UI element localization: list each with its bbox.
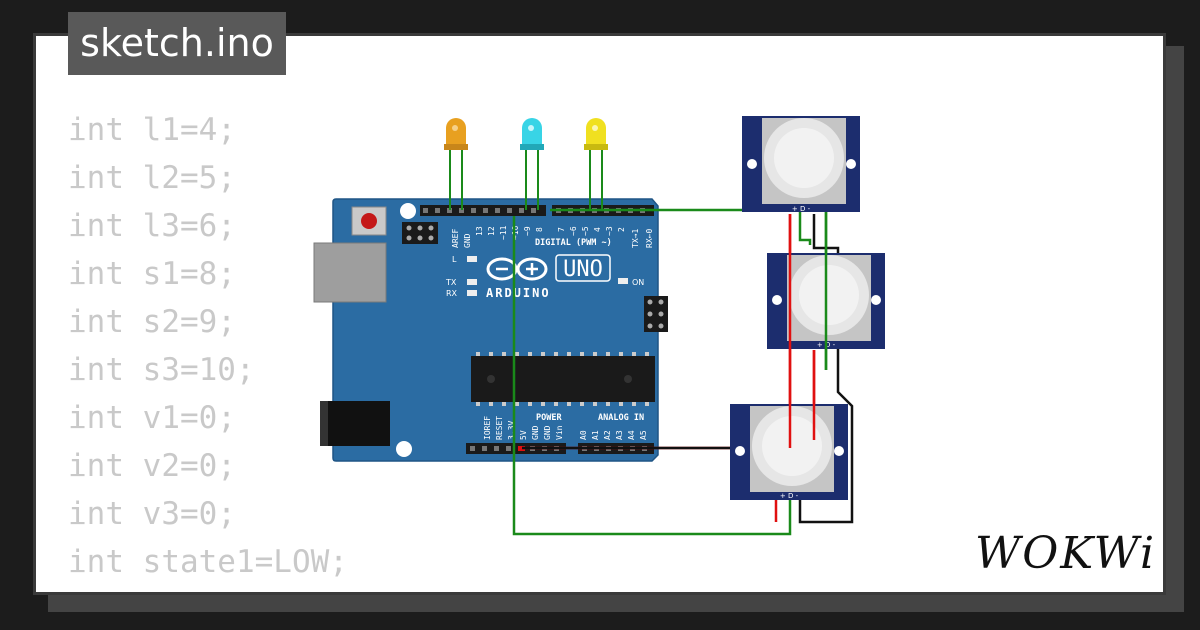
- icsp-header-right: [644, 296, 668, 332]
- pin-label: ~6: [569, 226, 578, 236]
- pin-label: A2: [603, 430, 612, 440]
- pin-label: ~5: [581, 226, 590, 236]
- arduino-infinity-logo: [486, 257, 548, 281]
- pin-label: ~3: [605, 226, 614, 236]
- icsp-header: [402, 222, 438, 244]
- power-jack: [320, 401, 390, 446]
- pir-sensor-2[interactable]: + D -: [767, 253, 885, 349]
- power-label: POWER: [536, 413, 562, 423]
- pin-label: A5: [639, 430, 648, 440]
- code-line: int s2=9;: [68, 304, 236, 340]
- rx-led-label: RX: [446, 289, 458, 298]
- pin-label: RESET: [495, 416, 504, 440]
- pin-label: AREF: [451, 229, 460, 248]
- pin-label: 8: [535, 227, 544, 232]
- code-line: int state1=LOW;: [68, 544, 348, 580]
- pin-label: GND: [543, 425, 552, 440]
- pin-label: 13: [475, 226, 484, 236]
- pin-label: 3.3V: [507, 421, 516, 440]
- wire-green[interactable]: [512, 216, 792, 536]
- code-line: int l2=5;: [68, 160, 236, 196]
- board-model: UNO: [563, 257, 603, 282]
- pin-label: 4: [593, 227, 602, 232]
- on-led-label: ON: [632, 278, 644, 287]
- led-cyan[interactable]: [520, 118, 544, 210]
- code-line: int v3=0;: [68, 496, 236, 532]
- code-line: int v2=0;: [68, 448, 236, 484]
- arduino-uno-board[interactable]: AREF GND 13 12 ~11 ~10 ~9 8 7 ~6 ~5 4 ~3…: [313, 198, 668, 462]
- led-orange[interactable]: [444, 118, 468, 210]
- code-line: int s1=8;: [68, 256, 236, 292]
- pin-label: A4: [627, 430, 636, 440]
- wokwi-logo: WOKWi: [975, 528, 1157, 579]
- pin-label: TX→1: [631, 229, 640, 248]
- pin-label: Vin: [555, 425, 564, 440]
- pin-label: 2: [617, 227, 626, 232]
- code-line: int s3=10;: [68, 352, 255, 388]
- l-led: [467, 256, 477, 262]
- pin-label: A3: [615, 430, 624, 440]
- led-yellow[interactable]: [584, 118, 608, 210]
- pin-label: GND: [531, 425, 540, 440]
- pin-label: A0: [579, 430, 588, 440]
- uno-badge: [555, 254, 611, 282]
- pin-label: A1: [591, 430, 600, 440]
- l-led-label: L: [452, 255, 457, 264]
- analog-label: ANALOG IN: [598, 413, 644, 423]
- tx-led: [467, 279, 477, 285]
- mounting-hole: [400, 203, 416, 219]
- wire-green[interactable]: [798, 210, 812, 245]
- pin-label: ~10: [511, 225, 520, 240]
- pin-label: ~11: [499, 225, 508, 240]
- code-line: int l3=6;: [68, 208, 236, 244]
- on-led: [618, 278, 628, 284]
- sensor-pin-labels: + D -: [792, 205, 811, 213]
- digital-label: DIGITAL (PWM ~): [535, 238, 612, 248]
- code-line: int v1=0;: [68, 400, 236, 436]
- board-brand: ARDUINO: [486, 286, 551, 300]
- pin-label: 7: [557, 227, 566, 232]
- sensor-pin-labels: + D -: [780, 492, 799, 500]
- pin-label: 12: [487, 226, 496, 236]
- filename-tab[interactable]: sketch.ino: [68, 12, 286, 75]
- pin-label: 5V: [519, 430, 528, 440]
- pin-label: ~9: [523, 226, 532, 236]
- code-line: int l1=4;: [68, 112, 236, 148]
- usb-port: [313, 242, 387, 303]
- tx-led-label: TX: [445, 278, 457, 287]
- atmega-chip: [471, 352, 655, 406]
- pir-sensor-1[interactable]: + D -: [742, 116, 860, 213]
- mounting-hole: [396, 441, 412, 457]
- power-header: [466, 443, 566, 454]
- pin-label: RX←0: [645, 229, 654, 248]
- wire-black[interactable]: [798, 214, 854, 524]
- pin-label: IOREF: [483, 416, 492, 440]
- code-listing: int l1=4; int l2=5; int l3=6; int s1=8; …: [68, 106, 348, 592]
- pir-sensor-3[interactable]: + D -: [730, 404, 848, 500]
- pin-label: GND: [463, 233, 472, 248]
- rx-led: [467, 290, 477, 296]
